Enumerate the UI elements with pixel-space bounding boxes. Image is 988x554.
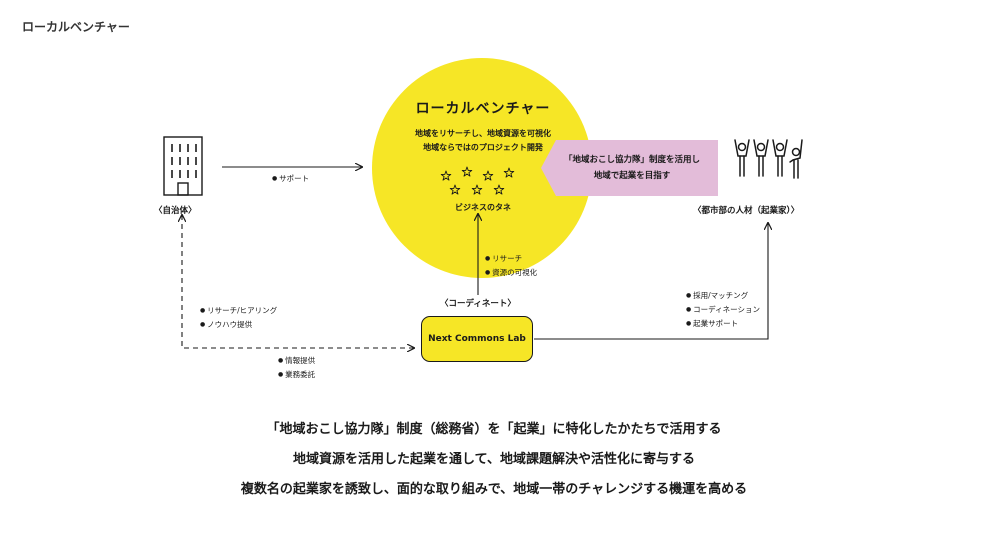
venture-desc-line: 地域ならではのプロジェクト開発 [423,143,543,152]
callout-box [541,140,718,196]
edge-bullet: リサーチ/ヒアリング [200,304,277,318]
edge-bullet: ノウハウ提供 [200,318,277,332]
edge-bullet: 採用/マッチング [686,289,760,303]
seeds-label: ビジネスのタネ [455,203,511,212]
building-icon [163,136,203,196]
callout-line: 地域で起業を目指す [593,171,671,181]
ncl-to-talent-edge-label: 採用/マッチング コーディネーション 起業サポート [686,289,760,331]
coordinator-label: 〈コーディネート〉 [440,299,516,309]
ncl-to-talent-arrow [534,223,768,340]
edge-bullet: リサーチ [485,252,537,266]
summary-line: 「地域おこし協力隊」制度（総務省）を「起業」に特化したかたちで活用する [266,422,722,437]
venture-desc-line: 地域をリサーチし、地域資源を可視化 [415,129,551,138]
people-icon [734,139,803,179]
gov-to-ncl-edge-label: リサーチ/ヒアリング ノウハウ提供 [200,304,277,332]
edge-bullet: 情報提供 [278,354,315,368]
callout-text: 「地域おこし協力隊」制度を活用し 地域で起業を目指す [547,152,717,184]
summary-line: 複数名の起業家を誘致し、面的な取り組みで、地域一帯のチャレンジする機運を高める [240,482,748,497]
research-edge-label: リサーチ 資源の可視化 [485,252,537,280]
callout-line: 「地域おこし協力隊」制度を活用し [563,155,700,165]
support-edge-label: サポート [272,172,309,186]
stars-icon [440,166,515,195]
edge-bullet: サポート [272,172,309,186]
government-label: 〈自治体〉 [154,206,197,216]
edge-bullet: 起業サポート [686,317,760,331]
page-title: ローカルベンチャー [22,20,130,34]
venture-description: 地域をリサーチし、地域資源を可視化 地域ならではのプロジェクト開発 [378,127,588,155]
edge-bullet: 資源の可視化 [485,266,537,280]
venture-title: ローカルベンチャー [415,101,551,117]
edge-bullet: 業務委託 [278,368,315,382]
edge-bullet: コーディネーション [686,303,760,317]
talent-label: 〈都市部の人材（起業家）〉 [693,206,800,216]
ncl-label: Next Commons Lab [428,334,526,344]
info-edge-label: 情報提供 業務委託 [278,354,315,382]
venture-circle [372,58,592,278]
summary-line: 地域資源を活用した起業を通して、地域課題解決や活性化に寄与する [293,452,695,467]
next-commons-lab-box: Next Commons Lab [421,316,533,362]
